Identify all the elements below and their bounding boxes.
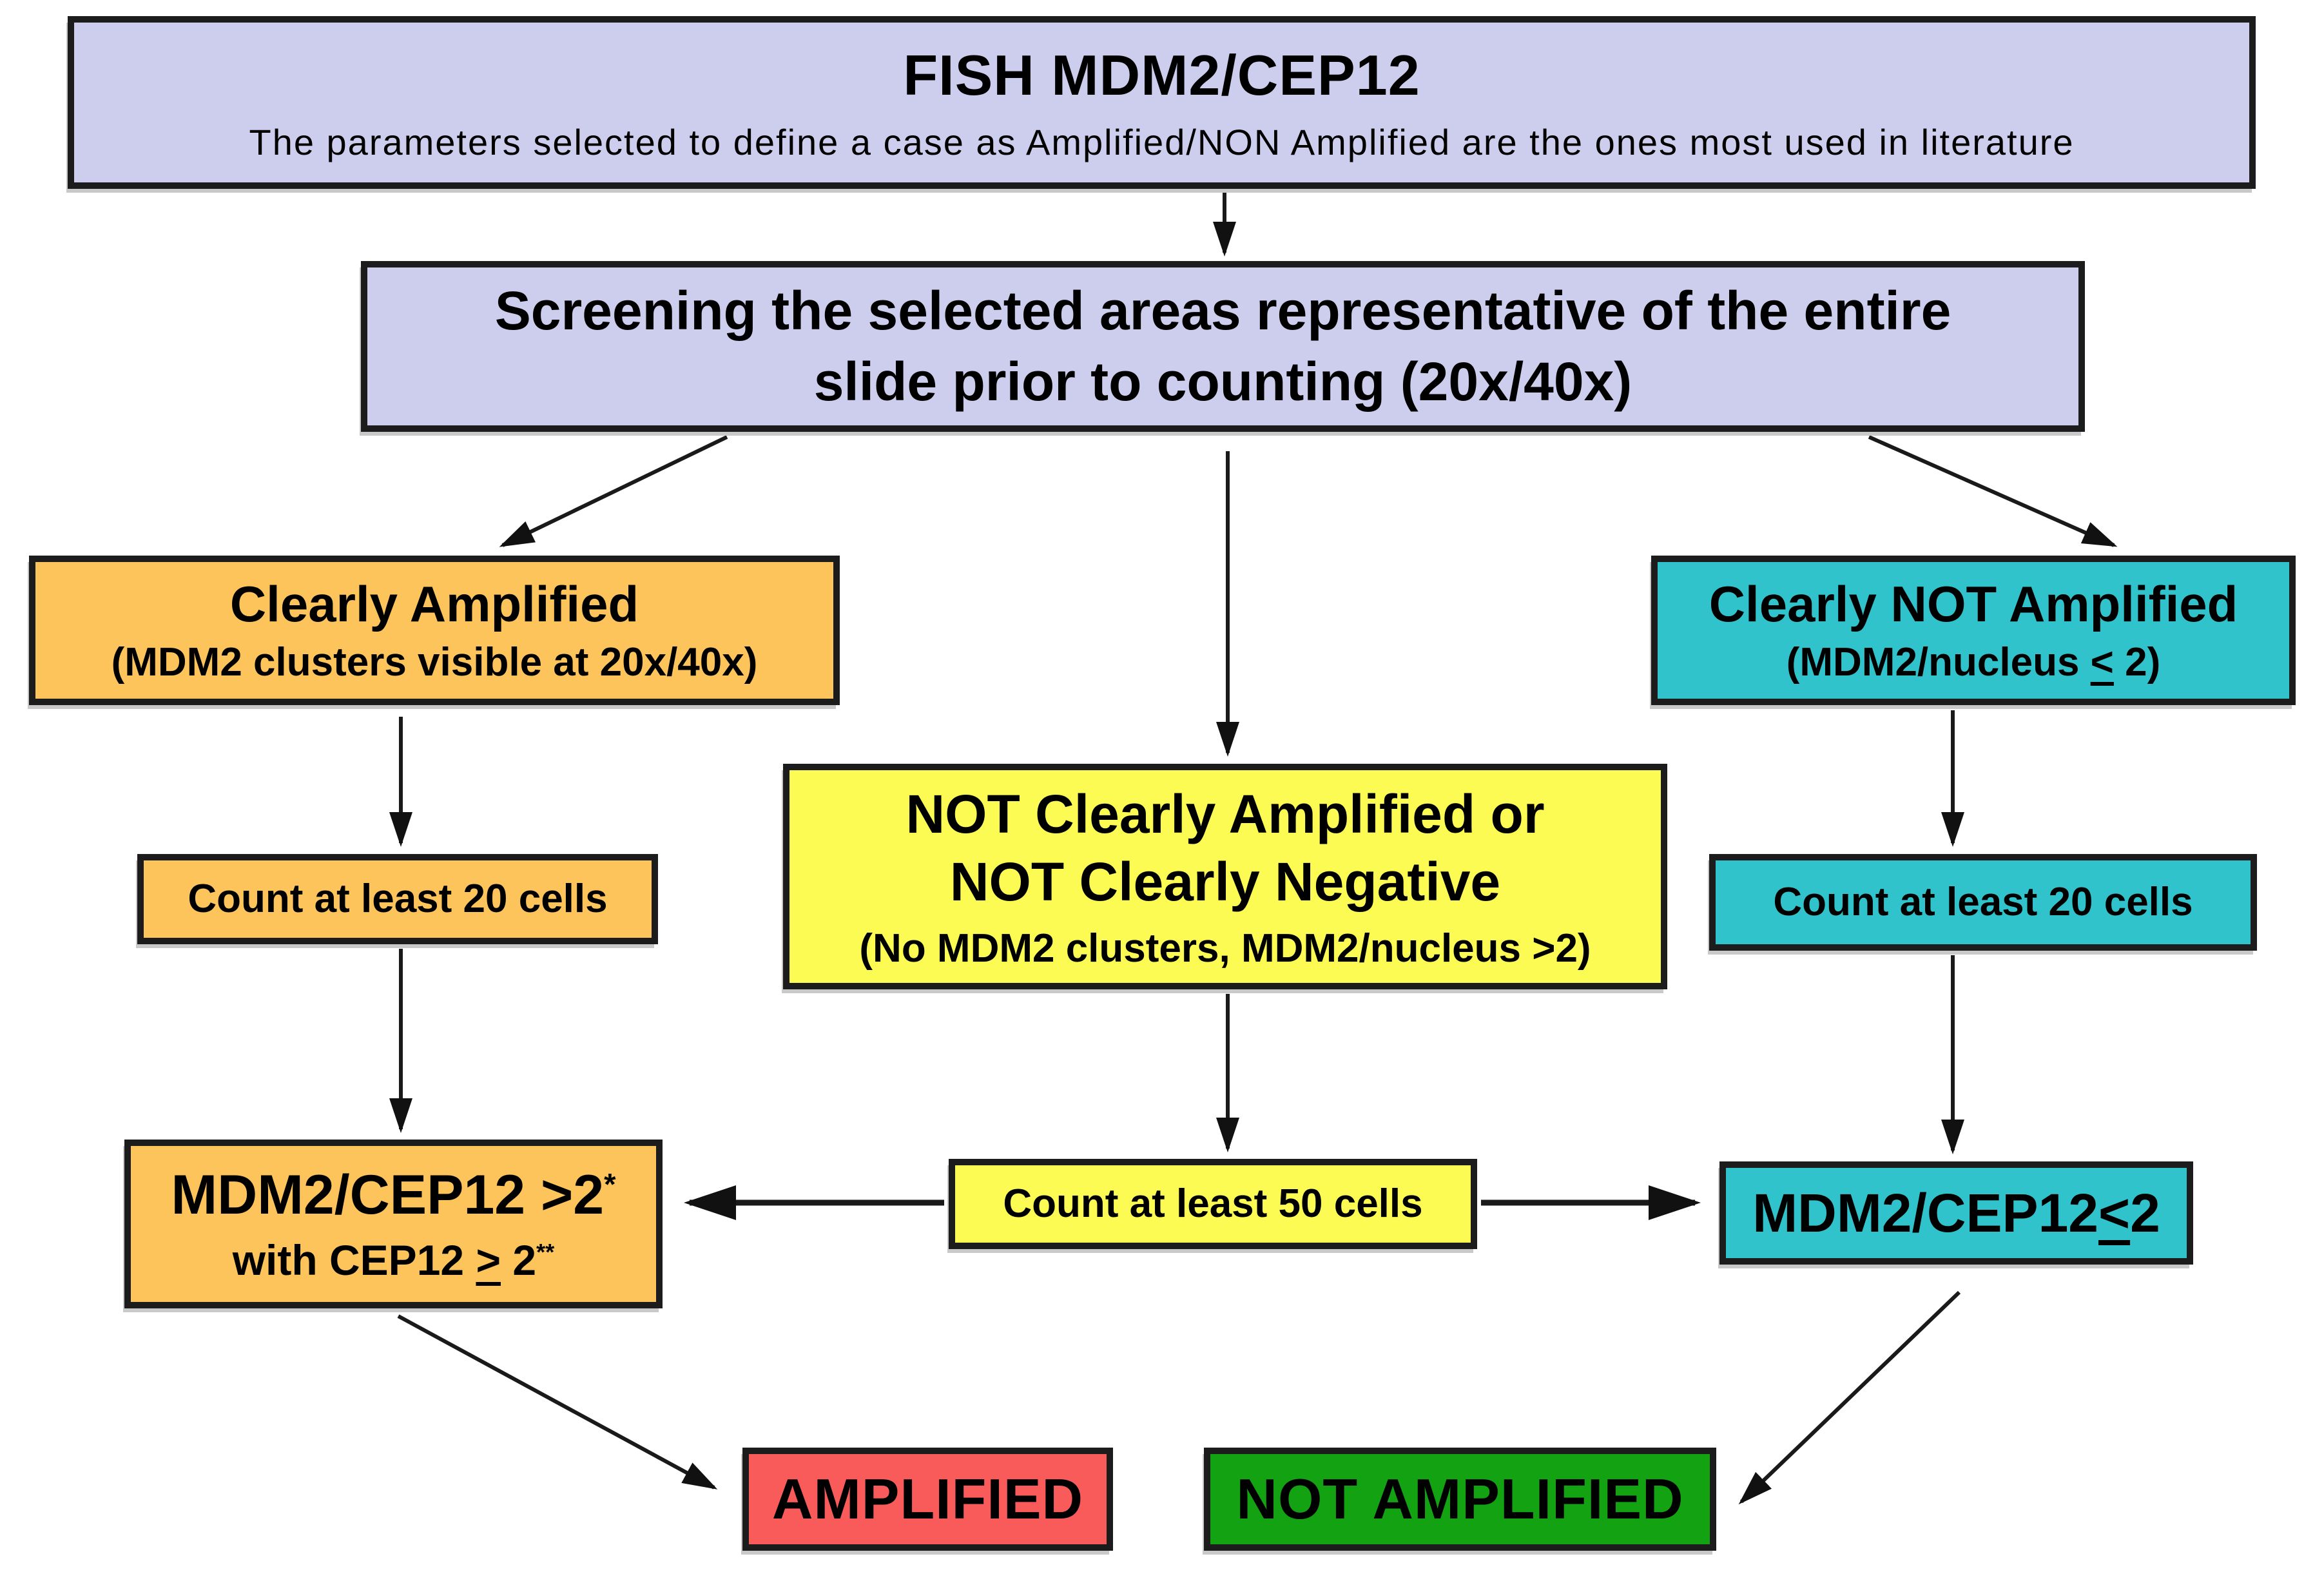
not-clearly-box: NOT Clearly Amplified or NOT Clearly Neg… xyxy=(783,764,1667,989)
arrow-screening-to-clearly-not-amplified xyxy=(1868,435,2118,547)
screening-line1: Screening the selected areas representat… xyxy=(494,280,1951,342)
count20-right-label: Count at least 20 cells xyxy=(1773,879,2193,924)
screening-box: Screening the selected areas representat… xyxy=(361,261,2085,432)
count20-left-label: Count at least 20 cells xyxy=(188,876,608,921)
ratio-amplified-box: MDM2/CEP12 >2* with CEP12 > 2** xyxy=(124,1140,663,1308)
not-amplified-box: NOT AMPLIFIED xyxy=(1204,1448,1716,1551)
clearly-amplified-box: Clearly Amplified (MDM2 clusters visible… xyxy=(29,556,840,705)
ratio-amplified-line2: with CEP12 > 2** xyxy=(232,1236,555,1284)
clearly-not-amplified-heading: Clearly NOT Amplified xyxy=(1709,576,2238,632)
count20-left-box: Count at least 20 cells xyxy=(137,854,658,944)
clearly-amplified-heading: Clearly Amplified xyxy=(229,576,639,632)
title-heading: FISH MDM2/CEP12 xyxy=(903,43,1420,107)
title-box: FISH MDM2/CEP12 The parameters selected … xyxy=(68,16,2256,189)
ratio-not-amplified-label: MDM2/CEP12<2 xyxy=(1752,1182,2160,1243)
amplified-label: AMPLIFIED xyxy=(771,1467,1084,1531)
clearly-not-amplified-subheading: (MDM2/nucleus < 2) xyxy=(1786,639,2161,684)
count50-box: Count at least 50 cells xyxy=(949,1159,1477,1249)
amplified-box: AMPLIFIED xyxy=(742,1448,1113,1551)
count50-label: Count at least 50 cells xyxy=(1003,1181,1423,1226)
clearly-amplified-subheading: (MDM2 clusters visible at 20x/40x) xyxy=(111,639,758,684)
title-subheading: The parameters selected to define a case… xyxy=(249,122,2075,163)
not-clearly-line1: NOT Clearly Amplified or xyxy=(905,783,1545,844)
ratio-not-amplified-box: MDM2/CEP12<2 xyxy=(1719,1161,2193,1265)
not-amplified-label: NOT AMPLIFIED xyxy=(1236,1467,1684,1531)
not-clearly-line2: NOT Clearly Negative xyxy=(949,851,1501,912)
ratio-amplified-line1: MDM2/CEP12 >2* xyxy=(171,1163,616,1226)
arrow-ratio-to-amplified xyxy=(397,1314,718,1490)
arrow-ratio-to-not-amplified xyxy=(1738,1290,1961,1505)
arrow-screening-to-clearly-amplified xyxy=(499,435,728,547)
screening-line2: slide prior to counting (20x/40x) xyxy=(813,351,1632,412)
clearly-not-amplified-box: Clearly NOT Amplified (MDM2/nucleus < 2) xyxy=(1651,556,2296,705)
count20-right-box: Count at least 20 cells xyxy=(1709,854,2257,951)
not-clearly-subheading: (No MDM2 clusters, MDM2/nucleus >2) xyxy=(859,926,1591,971)
